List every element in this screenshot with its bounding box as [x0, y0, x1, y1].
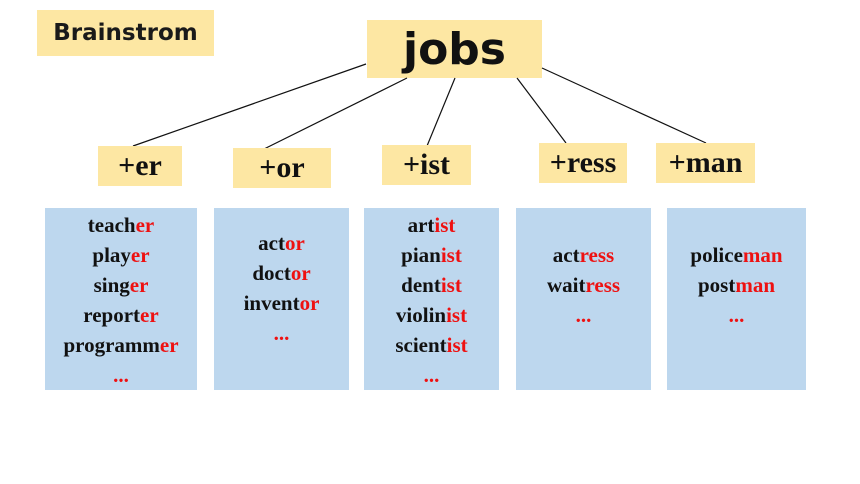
suffix-ress-node: +ress — [539, 143, 627, 183]
more-ellipsis: ... — [728, 303, 745, 327]
word-scientist: scientist — [395, 333, 468, 357]
word-violinist: violinist — [395, 303, 468, 327]
word-list-man: policeman postman ... — [667, 208, 806, 390]
suffix-er-node: +er — [98, 146, 182, 186]
suffix-ist-node: +ist — [382, 145, 471, 185]
more-ellipsis: ... — [113, 363, 129, 387]
word-pianist: pianist — [401, 243, 462, 267]
word-list-ress: actress waitress ... — [516, 208, 651, 390]
word-list-or: actor doctor inventor ... — [214, 208, 349, 390]
suffix-or-node: +or — [233, 148, 331, 188]
word-waitress: waitress — [546, 273, 621, 297]
connector-or — [261, 77, 408, 151]
word-teacher: teacher — [87, 213, 155, 237]
word-actor: actor — [258, 231, 305, 255]
word-policeman: policeman — [690, 243, 783, 267]
word-list-ist: artist pianist dentist violinist scienti… — [364, 208, 499, 390]
jobs-center-node: jobs — [367, 20, 542, 78]
more-ellipsis: ... — [575, 303, 592, 327]
word-doctor: doctor — [252, 261, 311, 285]
word-artist: artist — [407, 213, 456, 237]
word-player: player — [92, 243, 150, 267]
connector-ist — [426, 77, 456, 147]
connector-man — [541, 67, 707, 144]
connector-er — [132, 63, 367, 147]
more-ellipsis: ... — [423, 363, 440, 387]
word-actress: actress — [552, 243, 615, 267]
word-reporter: reporter — [83, 303, 159, 327]
word-programmer: programmer — [63, 333, 179, 357]
word-list-er: teacher player singer reporter programme… — [45, 208, 197, 390]
connector-ress — [516, 77, 567, 144]
more-ellipsis: ... — [273, 321, 290, 345]
word-inventor: inventor — [243, 291, 320, 315]
word-dentist: dentist — [401, 273, 462, 297]
suffix-man-node: +man — [656, 143, 755, 183]
word-singer: singer — [93, 273, 149, 297]
brainstorm-title: Brainstrom — [37, 10, 214, 56]
word-postman: postman — [697, 273, 776, 297]
